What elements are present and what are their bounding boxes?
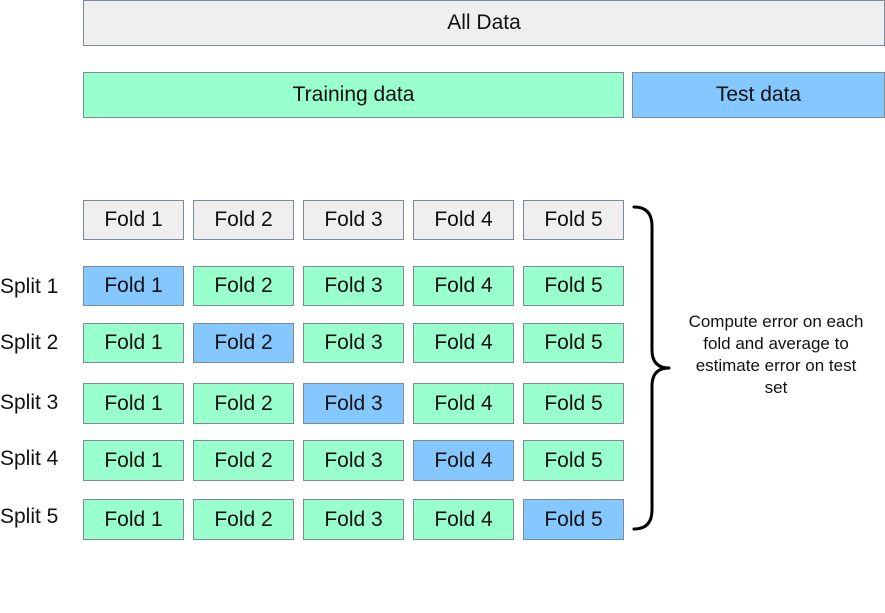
header-fold-1: Fold 1 [83,200,184,240]
fold-label: Fold 5 [544,507,603,531]
split-3-fold-3: Fold 3 [303,383,404,424]
header-fold-2: Fold 2 [193,200,294,240]
training-data-label: Training data [292,83,415,106]
split-5-fold-2: Fold 2 [193,499,294,540]
split-5-fold-3: Fold 3 [303,499,404,540]
split-5-fold-1: Fold 1 [83,499,184,540]
split-1-fold-3: Fold 3 [303,266,404,306]
split-1-fold-2: Fold 2 [193,266,294,306]
split-4-label: Split 4 [0,447,59,470]
split-3-fold-1: Fold 1 [83,383,184,424]
split-4-fold-5: Fold 5 [523,440,624,481]
fold-label: Fold 1 [104,274,163,297]
fold-label: Fold 4 [434,331,493,354]
fold-label: Fold 3 [324,507,383,531]
all-data-label: All Data [447,11,521,34]
split-2-fold-4: Fold 4 [413,323,514,363]
split-1-fold-4: Fold 4 [413,266,514,306]
header-fold-5-label: Fold 5 [544,208,603,231]
header-fold-3-label: Fold 3 [324,208,383,231]
header-fold-5: Fold 5 [523,200,624,240]
split-3-fold-4: Fold 4 [413,383,514,424]
split-3-fold-2: Fold 2 [193,383,294,424]
split-4-fold-1: Fold 1 [83,440,184,481]
fold-label: Fold 4 [434,507,493,531]
split-2-fold-3: Fold 3 [303,323,404,363]
split-3-label: Split 3 [0,391,59,414]
fold-label: Fold 2 [214,391,273,415]
test-data-bar: Test data [632,72,885,118]
test-data-label: Test data [715,83,802,106]
split-2-fold-2: Fold 2 [193,323,294,363]
fold-label: Fold 3 [324,448,383,472]
fold-label: Fold 4 [434,448,493,472]
split-1-label: Split 1 [0,275,59,298]
explanation-note: Compute error on each fold and average t… [688,312,864,397]
fold-label: Fold 5 [544,448,603,472]
fold-label: Fold 3 [324,274,383,297]
fold-label: Fold 1 [104,507,163,531]
split-2-fold-1: Fold 1 [83,323,184,363]
split-4-fold-3: Fold 3 [303,440,404,481]
header-fold-2-label: Fold 2 [214,208,273,231]
fold-label: Fold 5 [544,331,603,354]
fold-label: Fold 2 [214,274,273,297]
header-fold-4: Fold 4 [413,200,514,240]
fold-label: Fold 2 [214,448,273,472]
split-5-fold-5: Fold 5 [523,499,624,540]
fold-label: Fold 4 [434,391,493,415]
fold-label: Fold 5 [544,391,603,415]
split-4-fold-4: Fold 4 [413,440,514,481]
split-3-fold-5: Fold 5 [523,383,624,424]
split-5-label: Split 5 [0,505,59,528]
all-data-bar: All Data [83,0,885,46]
header-fold-3: Fold 3 [303,200,404,240]
fold-label: Fold 3 [324,331,383,354]
header-fold-4-label: Fold 4 [434,208,493,231]
header-fold-1-label: Fold 1 [104,208,163,231]
fold-label: Fold 3 [324,391,383,415]
fold-label: Fold 1 [104,331,163,354]
fold-label: Fold 1 [104,448,163,472]
fold-label: Fold 4 [434,274,493,297]
fold-label: Fold 1 [104,391,163,415]
fold-label: Fold 2 [214,331,273,354]
fold-label: Fold 2 [214,507,273,531]
split-2-label: Split 2 [0,331,59,354]
split-5-fold-4: Fold 4 [413,499,514,540]
split-2-fold-5: Fold 5 [523,323,624,363]
training-data-bar: Training data [83,72,624,118]
split-1-fold-5: Fold 5 [523,266,624,306]
split-1-fold-1: Fold 1 [83,266,184,306]
fold-label: Fold 5 [544,274,603,297]
split-4-fold-2: Fold 2 [193,440,294,481]
